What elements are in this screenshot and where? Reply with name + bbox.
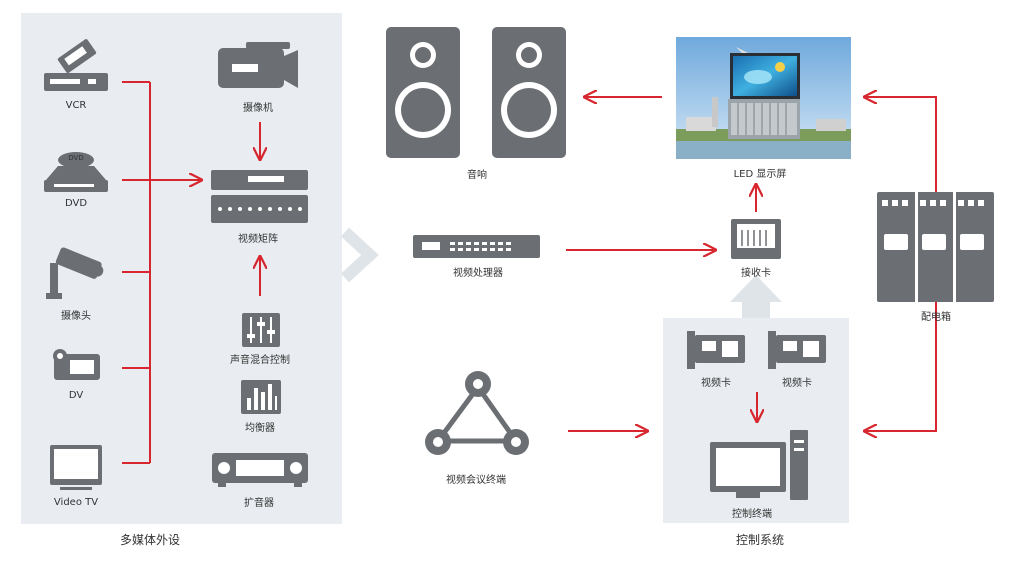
cctv-camera-icon [46,247,104,299]
matrix-label: 视频矩阵 [238,234,278,245]
bus-lines [122,81,937,464]
flow-chevron-icon [340,227,379,283]
speakers-icon [386,27,566,158]
conference-label: 视频会议终端 [446,475,506,486]
dvd-label: DVD [64,198,88,209]
amplifier-label: 扩音器 [244,498,274,509]
video-card-2-icon [768,331,826,369]
flow-up-arrow-icon [730,275,782,318]
video-card-1-label: 视频卡 [701,378,731,389]
dvd-icon [44,152,108,192]
video-processor-icon [413,235,540,258]
tv-label: Video TV [53,497,99,508]
processor-label: 视频处理器 [453,268,503,279]
dvd-disc-label: DVD [68,154,84,162]
control-terminal-icon [710,430,808,500]
video-card-2-label: 视频卡 [782,378,812,389]
sound-mixer-icon [242,313,280,347]
speakers-label: 音响 [467,170,487,181]
led-label: LED 显示屏 [733,169,787,180]
power-box-icon [877,192,994,302]
camcorder-icon [218,42,298,88]
camera-label: 摄像头 [61,311,91,322]
dv-camcorder-icon [53,349,100,380]
control-group-title: 控制系统 [735,533,785,547]
terminal-label: 控制终端 [732,509,772,520]
equalizer-label: 均衡器 [245,423,275,434]
dv-label: DV [68,390,84,401]
multimedia-group-title: 多媒体外设 [119,533,181,547]
vcr-icon [44,39,108,91]
video-card-1-icon [687,331,745,369]
video-matrix-icon [211,170,308,223]
receiver-card-icon [731,219,781,259]
led-screen-photo [676,37,851,159]
equalizer-icon [241,380,281,414]
receiver-label: 接收卡 [741,268,771,279]
amplifier-icon [212,453,308,487]
mixer-label: 声音混合控制 [230,355,290,366]
power-box-label: 配电箱 [921,312,951,323]
video-conference-icon [425,371,529,455]
camcorder-label: 摄像机 [243,103,273,114]
tv-icon [50,445,102,490]
vcr-label: VCR [65,100,87,111]
